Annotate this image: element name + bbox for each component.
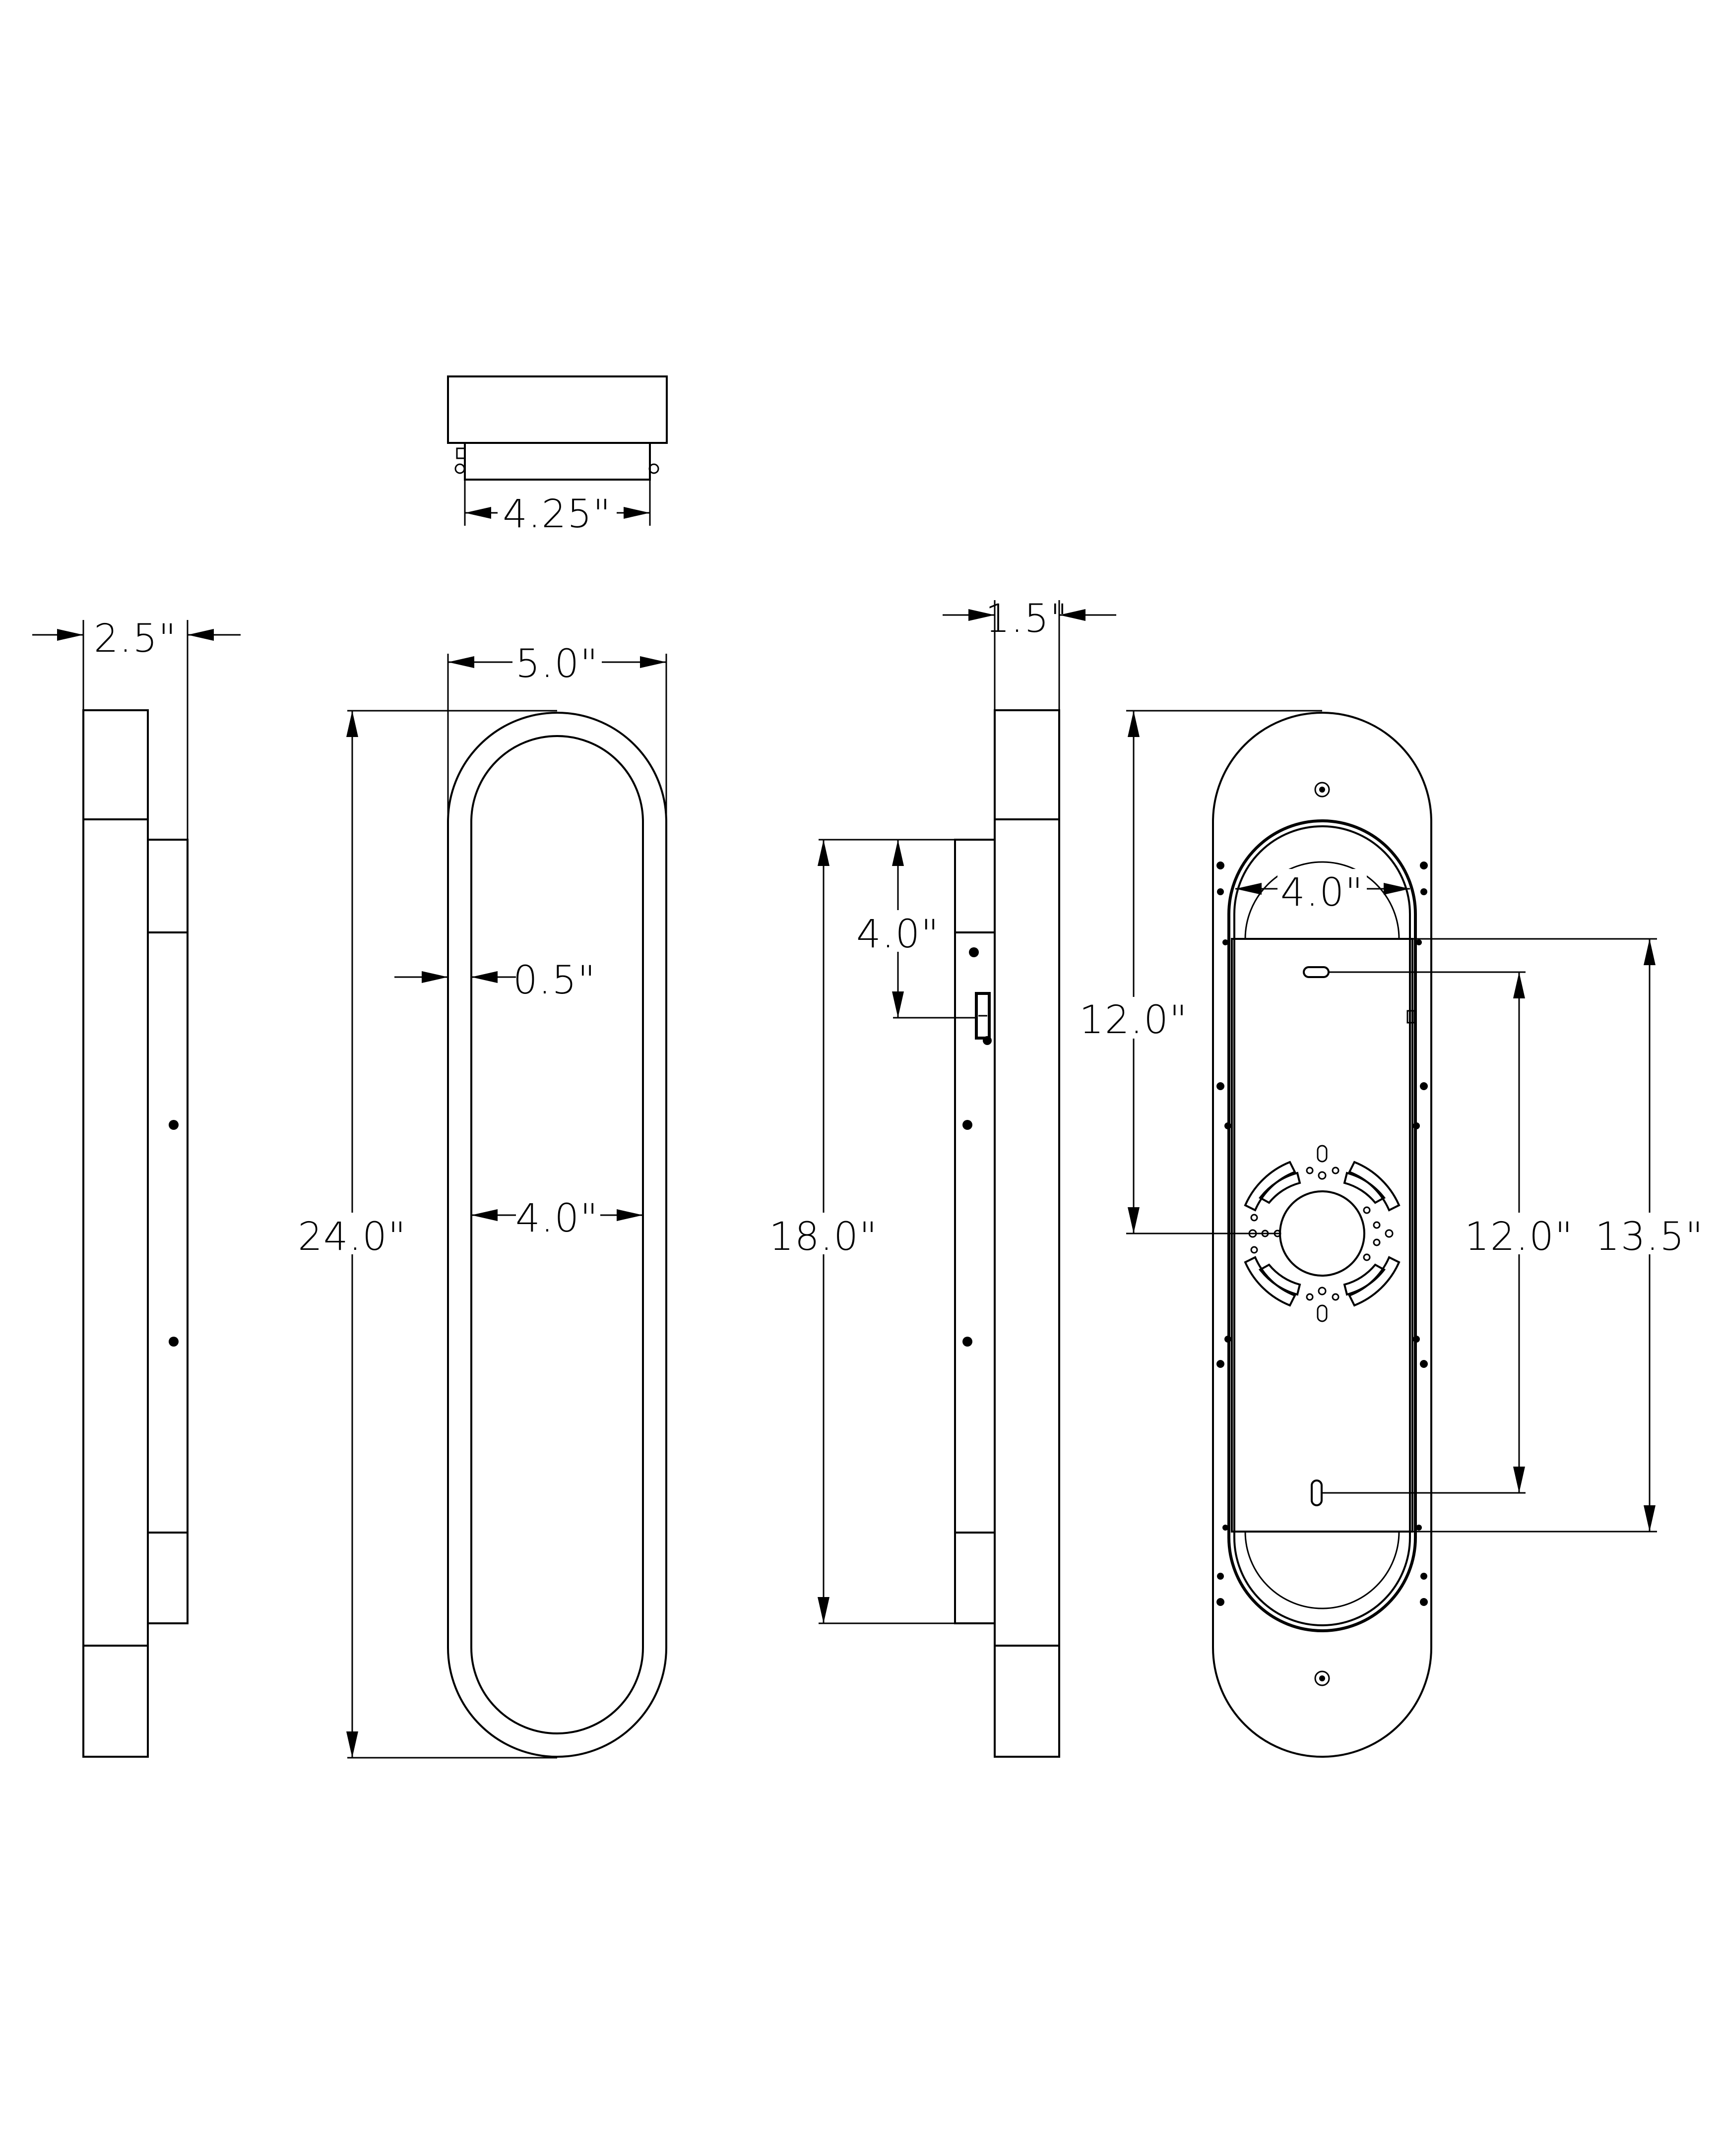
dim-top-width: 4.25" — [503, 492, 612, 537]
front-view: 5.0" 0.5" 4.0" 24.0" — [296, 640, 667, 1759]
dim-side-depth: 2.5" — [94, 616, 177, 661]
dim-back-top-to-box: 12.0" — [1079, 998, 1188, 1043]
side-view-right: 1.5" 4.0" 18.0" — [769, 597, 1116, 1758]
side-view-left: 2.5" — [32, 616, 241, 1758]
dim-back-plate-height: 13.5" — [1595, 1215, 1704, 1259]
back-view: 4.0" 12.0" 12.0" 13.5" — [1077, 710, 1707, 1758]
dim-bracket-height: 18.0" — [769, 1215, 878, 1259]
top-view: 4.25" — [447, 375, 668, 537]
dim-ring-thickness: 0.5" — [513, 958, 596, 1003]
dim-back-plate-width: 4.0" — [1280, 870, 1364, 915]
dim-inner-width: 4.0" — [515, 1196, 599, 1241]
dim-overall-height: 24.0" — [298, 1215, 407, 1259]
dim-back-slot-spacing: 12.0" — [1465, 1215, 1574, 1259]
dim-front-width: 5.0" — [515, 642, 599, 686]
dim-side2-depth: 1.5" — [985, 597, 1069, 641]
dim-bracket-offset: 4.0" — [856, 912, 940, 957]
